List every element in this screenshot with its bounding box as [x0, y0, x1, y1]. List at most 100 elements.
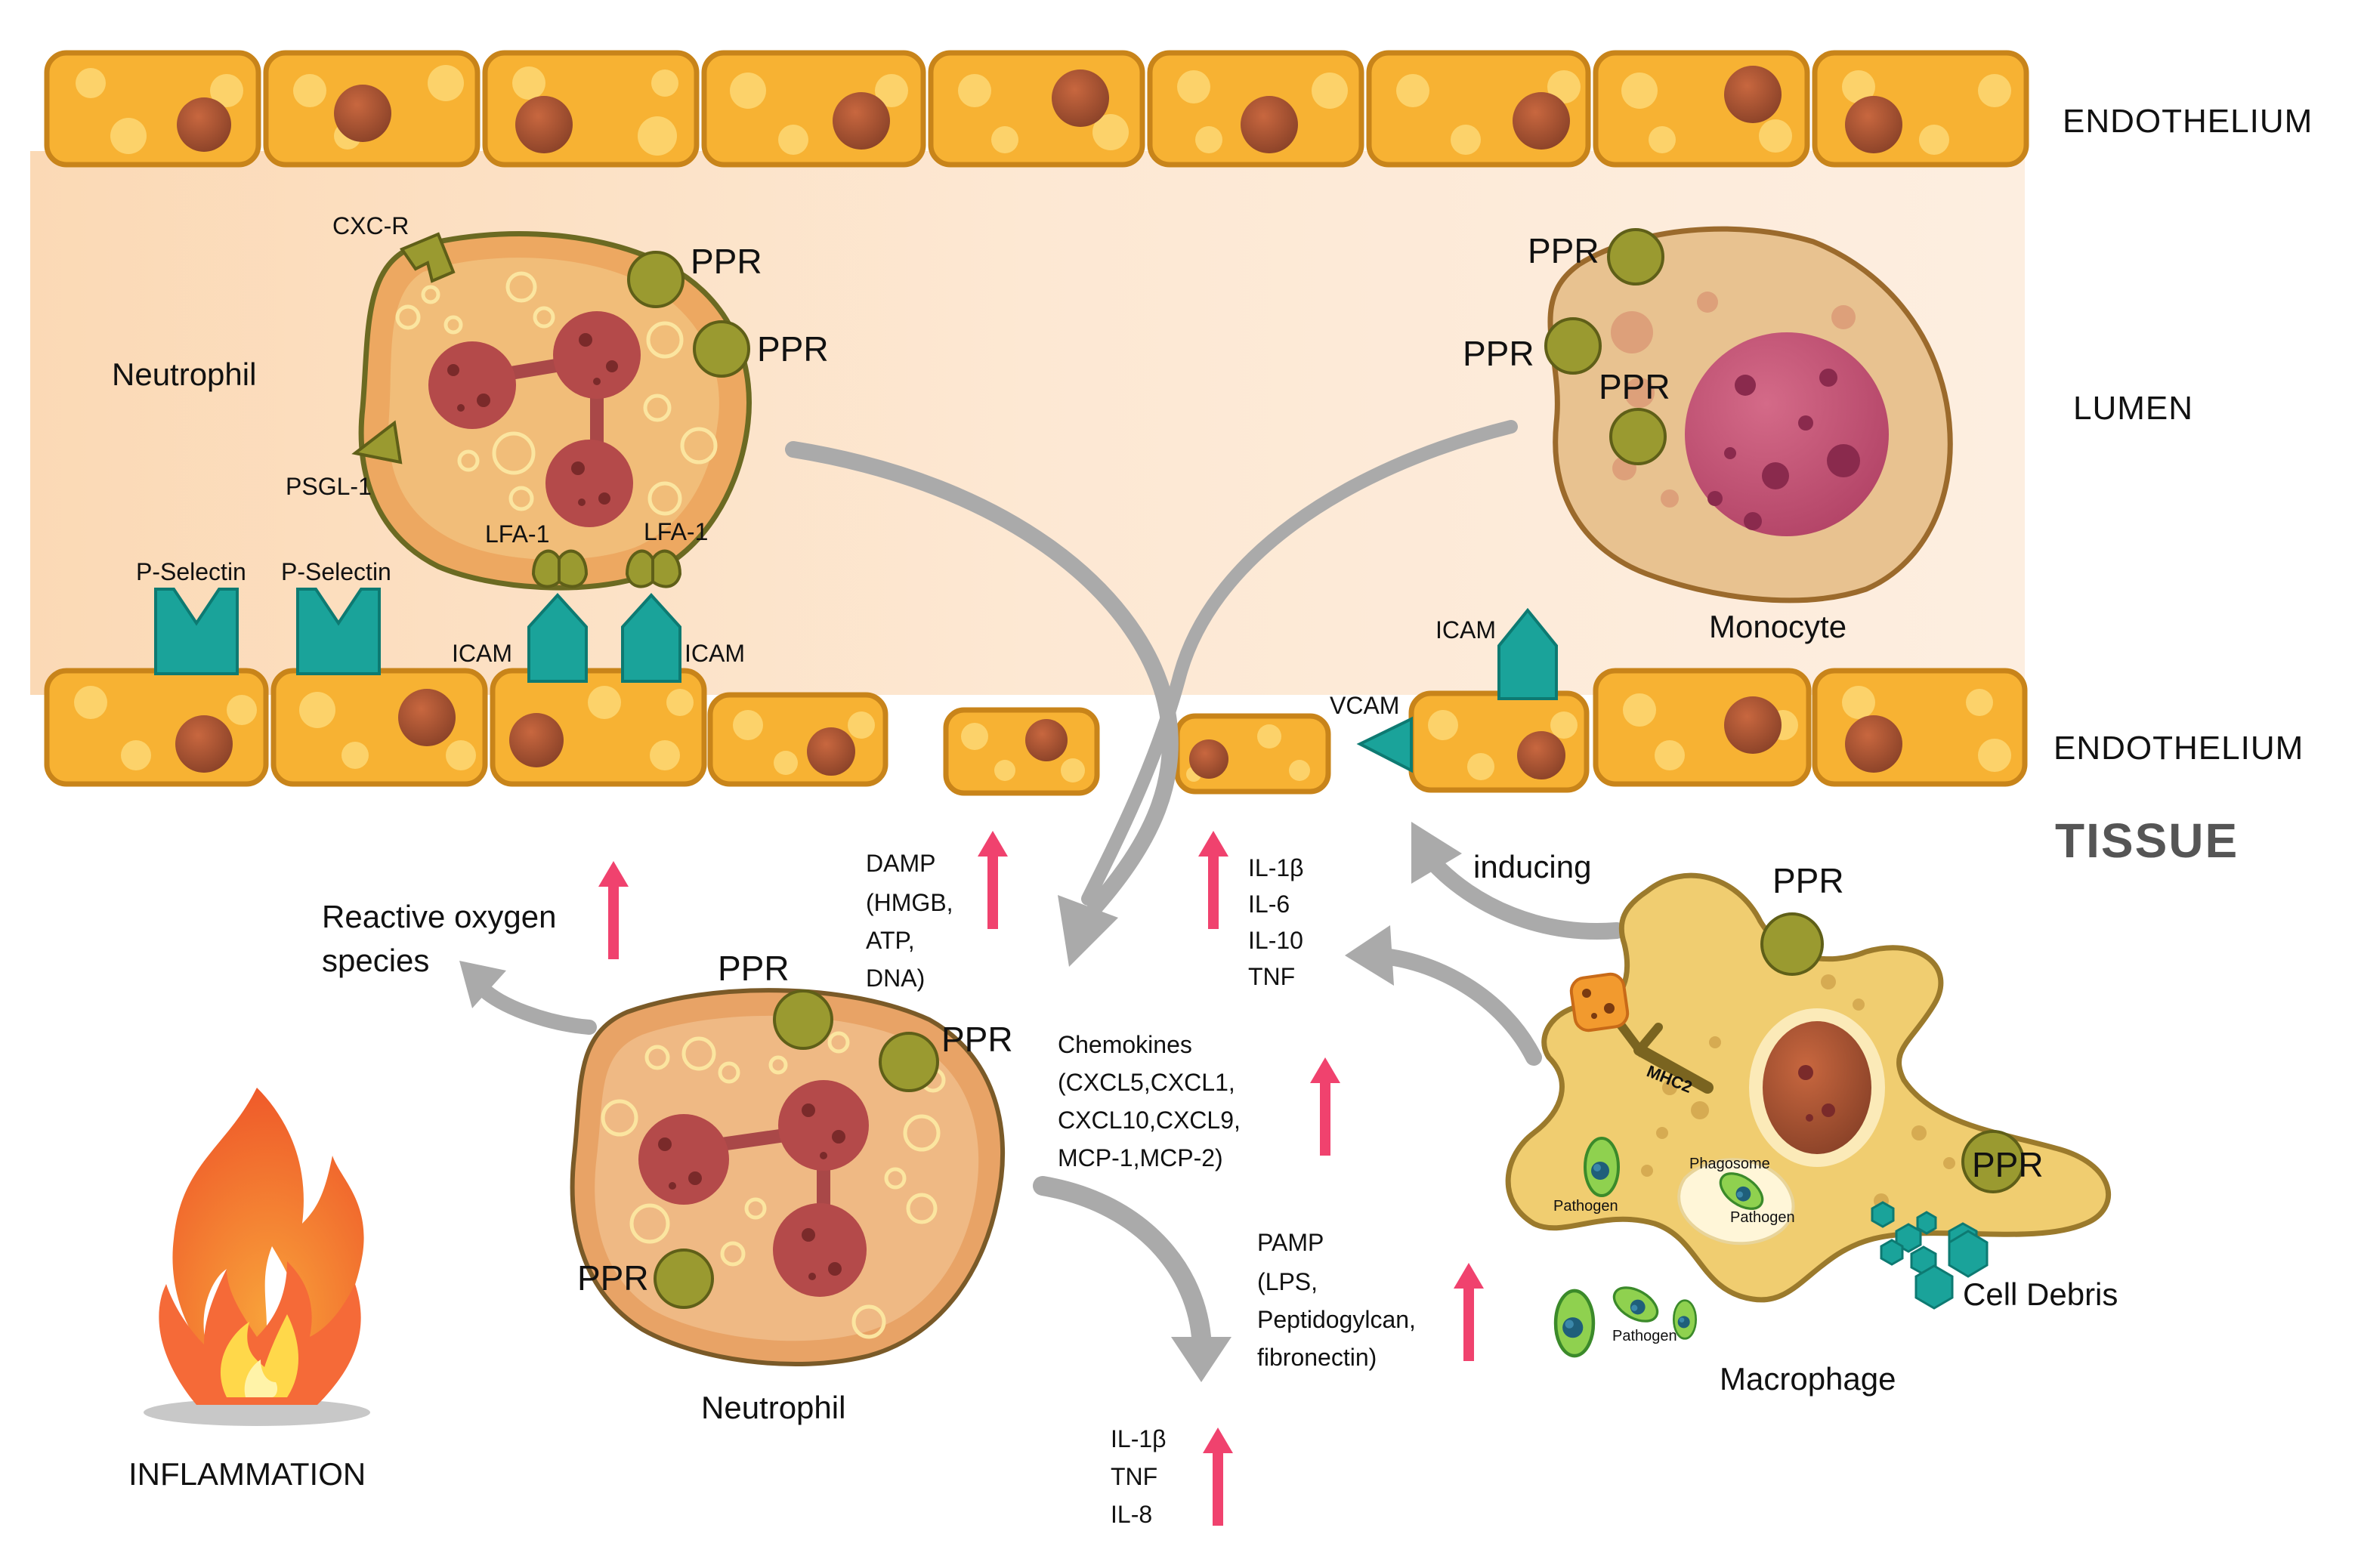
- icam-macrophage-side: [1497, 607, 1558, 700]
- chemokine-line: CXCL10,CXCL9,: [1058, 1107, 1241, 1134]
- cytokine-line: IL-10: [1248, 927, 1303, 954]
- pathogen-label: Pathogen: [1612, 1328, 1677, 1344]
- ppr-label: PPR: [1463, 334, 1534, 373]
- icam-label-left: ICAM: [452, 640, 512, 667]
- up-arrow-icon: [1203, 1428, 1233, 1526]
- curved-arrow-icon: [1033, 1176, 1211, 1347]
- lumen-neutrophil: [358, 231, 752, 591]
- cytokines-top-block: IL-1β IL-6 IL-10 TNF: [1248, 854, 1304, 990]
- endothelial-cell: [490, 668, 707, 787]
- curved-arrow-icon: [1058, 895, 1118, 967]
- damp-line: DAMP: [866, 850, 935, 877]
- ppr-receptor: [1544, 317, 1602, 375]
- up-arrow-icon: [978, 831, 1008, 929]
- endothelial-cell: [482, 50, 700, 168]
- pamp-line: PAMP: [1257, 1229, 1324, 1256]
- ppr-label: PPR: [577, 1258, 649, 1298]
- cytokine-line: TNF: [1248, 963, 1295, 990]
- neutrophil-tissue-label: Neutrophil: [701, 1390, 845, 1425]
- endothelial-cell: [1147, 50, 1364, 168]
- endothelial-cell: [1593, 50, 1810, 168]
- ppr-label: PPR: [1599, 367, 1670, 406]
- endothelial-cell: [701, 50, 926, 168]
- macrophage: [1505, 872, 2112, 1303]
- endothelial-cell: [1408, 690, 1590, 793]
- icam-label-right: ICAM: [685, 640, 745, 667]
- ppr-label: PPR: [757, 329, 829, 369]
- cell-debris-label: Cell Debris: [1963, 1276, 2118, 1312]
- ppr-receptor: [654, 1249, 714, 1309]
- ppr-label: PPR: [1772, 861, 1844, 900]
- macrophage-label: Macrophage: [1720, 1361, 1896, 1397]
- damp-line: (HMGB,: [866, 889, 953, 916]
- lfa-1-receptor: [625, 549, 682, 588]
- pamp-line: Peptidogylcan,: [1257, 1306, 1416, 1333]
- p-selectin-label-right: P-Selectin: [281, 558, 391, 585]
- curved-arrow-icon: [1411, 822, 1462, 884]
- pathogen-icon: [1556, 1291, 1593, 1356]
- p-selectin-left: [154, 588, 239, 675]
- chemokine-line: Chemokines: [1058, 1031, 1192, 1058]
- chemokine-line: (CXCL5,CXCL1,: [1058, 1069, 1235, 1096]
- ppr-label: PPR: [718, 949, 790, 988]
- tissue-label: TISSUE: [2055, 813, 2239, 868]
- endothelium-bottom-row: [44, 668, 2028, 796]
- curved-arrow-icon: [785, 420, 1518, 915]
- icam-right: [621, 593, 681, 683]
- endothelial-cell: [1812, 50, 2029, 168]
- ppr-label: PPR: [1972, 1145, 2044, 1184]
- mhc2-receptor: MHC2: [1569, 972, 1714, 1097]
- p-selectin-label-left: P-Selectin: [136, 558, 246, 585]
- ppr-receptor: [1961, 1130, 2025, 1193]
- psgl-1-label: PSGL-1: [286, 473, 372, 500]
- ros-label-line2: species: [322, 943, 429, 978]
- chemokine-line: MCP-1,MCP-2): [1058, 1144, 1223, 1171]
- monocyte-label: Monocyte: [1709, 609, 1846, 644]
- endothelial-cell: [44, 668, 269, 787]
- pathogen-icon: [1607, 1279, 1664, 1329]
- psgl-1-receptor: [351, 420, 403, 465]
- lfa-1-receptor: [531, 549, 589, 588]
- damp-block: DAMP (HMGB, ATP, DNA): [866, 850, 953, 992]
- endothelial-cell: [270, 668, 488, 787]
- cytokines-bottom-block: IL-1β TNF IL-8: [1111, 1425, 1167, 1528]
- vcam: [1356, 716, 1413, 773]
- ppr-receptor: [693, 320, 750, 378]
- curved-arrow-icon: [1423, 853, 1625, 940]
- up-arrow-icon: [1198, 831, 1228, 929]
- p-selectin-right: [296, 588, 381, 675]
- ppr-label: PPR: [691, 242, 762, 281]
- icam-left: [527, 593, 588, 683]
- cytokine-line: IL-1β: [1111, 1425, 1167, 1452]
- neutrophil-lumen-label: Neutrophil: [112, 357, 256, 392]
- chemokines-block: Chemokines (CXCL5,CXCL1, CXCL10,CXCL9, M…: [1058, 1031, 1241, 1171]
- cytokine-line: TNF: [1111, 1463, 1157, 1490]
- pathogen-icon: [1672, 1299, 1698, 1340]
- inducing-label: inducing: [1473, 849, 1591, 884]
- pamp-line: (LPS,: [1257, 1268, 1318, 1295]
- endothelial-cell: [928, 50, 1145, 168]
- up-arrow-icon: [1310, 1057, 1340, 1156]
- damp-line: DNA): [866, 965, 925, 992]
- ppr-receptor: [627, 251, 685, 308]
- inflammation-label: INFLAMMATION: [128, 1456, 366, 1492]
- endothelial-cell: [1812, 668, 2028, 787]
- pathogen-label: Pathogen: [1553, 1198, 1618, 1215]
- curved-arrow-icon: [459, 961, 506, 1008]
- endothelial-cell: [1174, 713, 1331, 795]
- ppr-receptor: [1609, 408, 1667, 465]
- ppr-receptor: [1760, 912, 1824, 976]
- pathogen-icon: [1584, 1137, 1620, 1197]
- phagosome-label: Phagosome: [1689, 1156, 1770, 1172]
- endothelial-cell: [1593, 668, 1812, 787]
- up-arrow-icon: [1454, 1263, 1484, 1361]
- up-arrow-icon: [598, 861, 629, 959]
- cxc-r-receptor: [399, 232, 456, 283]
- lfa-1-label: LFA-1: [644, 518, 708, 545]
- endothelial-cell: [44, 50, 261, 168]
- ppr-receptor: [879, 1032, 939, 1092]
- endothelial-cell: [263, 50, 481, 168]
- cxc-r-label: CXC-R: [332, 212, 409, 239]
- cytokine-line: IL-8: [1111, 1501, 1152, 1528]
